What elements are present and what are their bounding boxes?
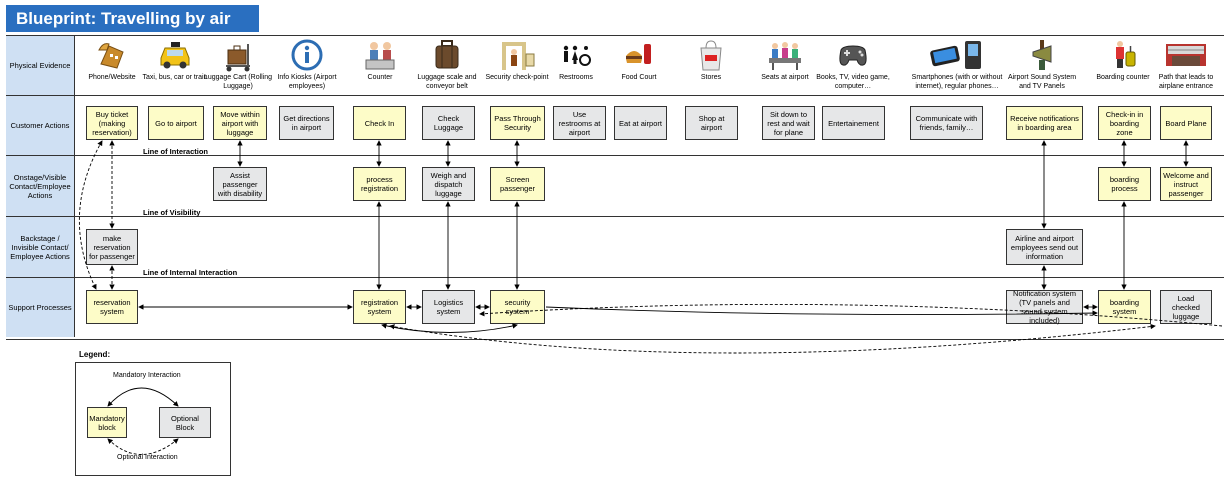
blueprint-frame (6, 35, 1224, 340)
evidence-label: Counter (367, 74, 393, 81)
customer-entertainment: Entertainement (822, 106, 885, 140)
smartphone-icon (930, 41, 981, 69)
lane-onstage-actions: Onstage/Visible Contact/Employee Actions (6, 156, 75, 216)
evidence-label: Boarding counter (1096, 74, 1150, 81)
evidence-label: Taxi, bus, car or train (142, 74, 208, 81)
evidence-counter: Counter (340, 38, 420, 83)
customer-get-directions: Get directions in airport (279, 106, 334, 140)
restroom-icon (563, 45, 591, 66)
evidence-label: Seats at airport (761, 74, 809, 81)
line-of-internal-interaction-label: Line of Internal Interaction (143, 268, 238, 277)
onstage-assist-passenger: Assist passenger with disability (213, 167, 267, 201)
onstage-boarding-process: boarding process (1098, 167, 1151, 201)
customer-check-luggage: Check Luggage (422, 106, 475, 140)
line-of-interaction (6, 155, 1224, 156)
customer-pass-security: Pass Through Security (490, 106, 545, 140)
customer-check-in-boarding: Check-in in boarding zone (1098, 106, 1151, 140)
evidence-smartphones: Smartphones (with or without internet), … (908, 38, 1006, 91)
onstage-welcome-passenger: Welcome and instruct passenger (1160, 167, 1212, 201)
evidence-label: Smartphones (with or without internet), … (911, 74, 1003, 90)
evidence-sound-system: Airport Sound System and TV Panels (1002, 38, 1082, 91)
info-icon (291, 39, 323, 71)
lane-divider (6, 95, 1224, 96)
loudspeaker-icon (1032, 40, 1052, 70)
backstage-send-information: Airline and airport employees send out i… (1006, 229, 1083, 265)
boarding-traveller-icon (1116, 41, 1136, 68)
evidence-restrooms: Restrooms (536, 38, 616, 83)
evidence-seats: Seats at airport (745, 38, 825, 83)
luggage-cart-icon (226, 44, 250, 72)
evidence-security-checkpoint: Security check-point (477, 38, 557, 83)
lane-backstage-actions: Backstage / Invisible Contact/ Employee … (6, 217, 75, 277)
customer-use-restrooms: Use restrooms at airport (553, 106, 606, 140)
seats-icon (769, 42, 801, 70)
taxi-icon (160, 42, 190, 69)
phone-icon (98, 43, 124, 69)
lane-customer-actions: Customer Actions (6, 96, 75, 155)
evidence-label: Airport Sound System and TV Panels (1007, 74, 1077, 90)
evidence-luggage-scale: Luggage scale and conveyor belt (407, 38, 487, 91)
customer-go-to-airport: Go to airport (148, 106, 204, 140)
support-registration-system: registration system (353, 290, 406, 324)
support-notification-system: Notification system (TV panels and sound… (1006, 289, 1083, 325)
gamepad-icon (839, 45, 867, 66)
evidence-label: Luggage Cart (Rolling Luggage) (203, 74, 273, 90)
customer-communicate: Communicate with friends, family… (910, 106, 983, 140)
legend-optional-block: Optional Block (159, 407, 211, 438)
onstage-weigh-luggage: Weigh and dispatch luggage (422, 167, 475, 201)
evidence-label: Books, TV, video game, computer… (816, 74, 890, 90)
customer-shop-at-airport: Shop at airport (685, 106, 738, 140)
evidence-boarding-counter: Boarding counter (1083, 38, 1163, 83)
evidence-entertainment-devices: Books, TV, video game, computer… (813, 38, 893, 91)
legend-title: Legend: (79, 350, 111, 359)
evidence-label: Food Court (621, 74, 657, 81)
security-gate-icon (502, 42, 535, 70)
lane-support-processes: Support Processes (6, 278, 75, 337)
evidence-phone-website: Phone/Website (72, 38, 152, 83)
customer-check-in: Check In (353, 106, 406, 140)
line-of-visibility-label: Line of Visibility (143, 208, 201, 217)
customer-buy-ticket: Buy ticket (making reservation) (86, 106, 138, 140)
suitcase-icon (435, 40, 459, 69)
shopping-bag-icon (700, 40, 722, 71)
line-of-interaction-label: Line of Interaction (143, 147, 209, 156)
evidence-label: Stores (700, 74, 722, 81)
legend-mandatory-block: Mandatory block (87, 407, 127, 438)
onstage-process-registration: process registration (353, 167, 406, 201)
customer-move-within-airport: Move within airport with luggage (213, 106, 267, 140)
legend-box (75, 362, 231, 476)
counter-staff-icon (365, 42, 395, 70)
jet-bridge-icon (1166, 44, 1206, 66)
customer-board-plane: Board Plane (1160, 106, 1212, 140)
support-load-luggage: Load checked luggage (1160, 290, 1212, 324)
evidence-label: Info Kiosks (Airport employees) (277, 74, 337, 90)
evidence-info-kiosks: Info Kiosks (Airport employees) (267, 38, 347, 91)
evidence-taxi: Taxi, bus, car or train (135, 38, 215, 83)
evidence-stores: Stores (671, 38, 751, 83)
food-icon (626, 44, 651, 64)
onstage-screen-passenger: Screen passenger (490, 167, 545, 201)
lane-physical-evidence: Physical Evidence (6, 36, 75, 95)
customer-eat-at-airport: Eat at airport (614, 106, 667, 140)
evidence-label: Luggage scale and conveyor belt (417, 74, 477, 90)
support-logistics-system: Logistics system (422, 290, 475, 324)
customer-receive-notifications: Receive notifications in boarding area (1006, 106, 1083, 140)
line-of-visibility (6, 216, 1224, 217)
evidence-label: Security check-point (485, 74, 549, 81)
evidence-food-court: Food Court (599, 38, 679, 83)
support-reservation-system: reservation system (86, 290, 138, 324)
evidence-label: Path that leads to airplane entrance (1158, 74, 1214, 90)
customer-sit-down: Sit down to rest and wait for plane (762, 106, 815, 140)
evidence-airplane-path: Path that leads to airplane entrance (1148, 38, 1224, 91)
line-of-internal-interaction (6, 277, 1224, 278)
evidence-label: Phone/Website (88, 74, 136, 81)
legend-optional-interaction: Optional Interaction (117, 454, 178, 461)
evidence-label: Restrooms (559, 74, 593, 81)
support-boarding-system: boarding system (1098, 290, 1151, 324)
legend-mandatory-interaction: Mandatory Interaction (113, 372, 181, 379)
page-title: Blueprint: Travelling by air (6, 5, 259, 32)
evidence-luggage-cart: Luggage Cart (Rolling Luggage) (198, 38, 278, 91)
